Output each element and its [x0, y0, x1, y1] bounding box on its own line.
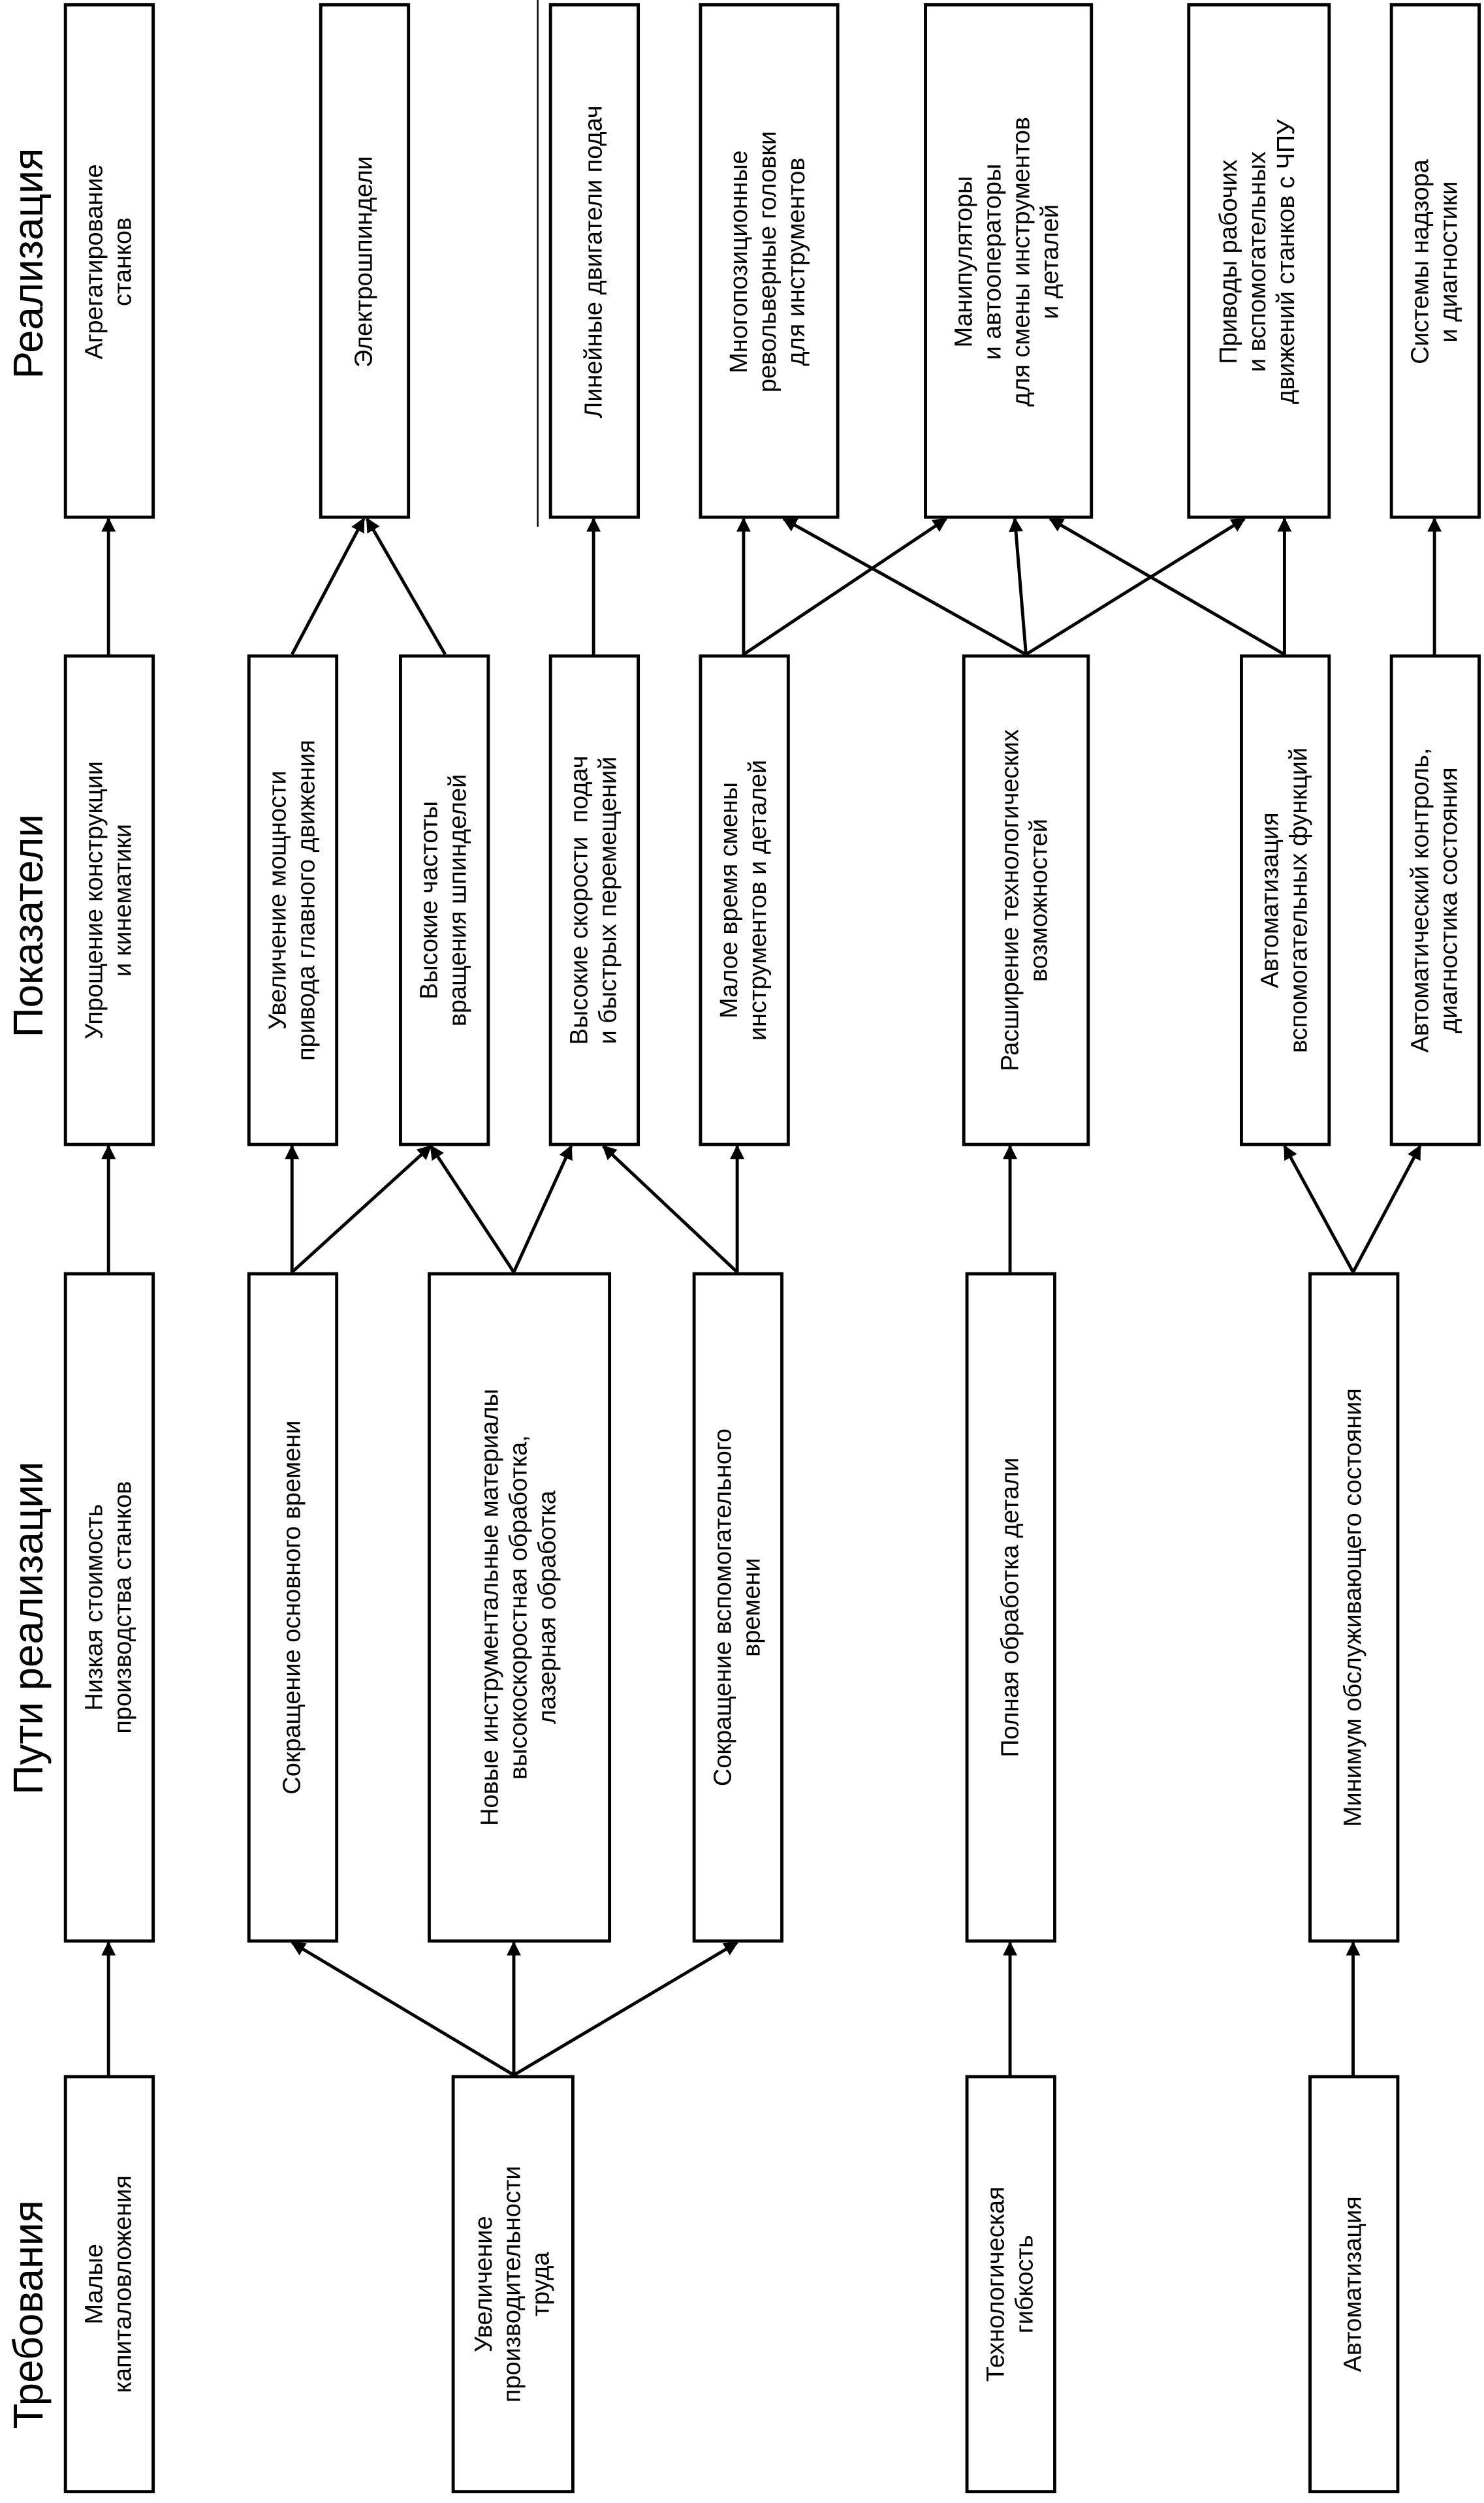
box-tech-capabilities-label: Расширение технологических возможностей — [997, 729, 1054, 1071]
box-aux-automation: Автоматизация вспомогательных функций — [1239, 654, 1331, 1146]
box-new-materials: Новые инструментальные материалы высокос… — [427, 1272, 612, 1943]
box-reduce-aux-time-label: Сокращение вспомогательного времени — [709, 1428, 765, 1787]
box-high-spindle-speed-label: Высокие частоты вращения шпинделей — [415, 774, 472, 1027]
box-low-capital-label: Малые капиталовложения — [80, 2175, 136, 2393]
box-simplification: Упрощение конструкции и кинематики — [63, 654, 155, 1146]
arrow-productivity-to-aux-time — [513, 1941, 739, 2077]
box-auto-control: Автоматический контроль, диагностика сос… — [1389, 654, 1481, 1146]
box-electrospindles-label: Электрошпиндели — [350, 155, 378, 367]
box-aux-automation-label: Автоматизация вспомогательных функций — [1256, 747, 1313, 1054]
box-drives: Приводы рабочих и вспомогательных движен… — [1187, 3, 1331, 519]
box-turret-heads-label: Многопозиционные револьверные головки дл… — [726, 130, 811, 392]
box-auto-control-label: Автоматический контроль, диагностика сос… — [1406, 748, 1462, 1053]
box-full-processing: Полная обработка детали — [965, 1272, 1056, 1943]
box-reduce-aux-time: Сокращение вспомогательного времени — [692, 1272, 784, 1943]
arrow-materials-to-feed-speed — [512, 1144, 573, 1273]
box-drives-label: Приводы рабочих и вспомогательных движен… — [1216, 118, 1301, 403]
arrow-tech-to-drives — [1025, 517, 1246, 656]
box-reduce-main-time: Сокращение основного времени — [247, 1272, 339, 1943]
box-low-cost: Низкая стоимость производства станков — [63, 1272, 155, 1943]
heading-requirements: Требования — [4, 2200, 52, 2429]
arrow-maintenance-to-auto-control — [1351, 1144, 1422, 1273]
box-manipulators: Манипуляторы и автооператоры для смены и… — [924, 3, 1094, 519]
box-aggregation: Агрегатирование станков — [63, 3, 155, 519]
arrow-maintenance-to-aux-automation — [1283, 1144, 1355, 1273]
arrow-spindle-speed-to-electrospindles — [366, 517, 447, 655]
arrow-power-to-electrospindles — [291, 517, 366, 655]
box-short-change-time: Малое время смены инструментов и деталей — [699, 654, 790, 1146]
box-new-materials-label: Новые инструментальные материалы высокос… — [476, 1389, 561, 1826]
box-flexibility-label: Технологическая гибкость — [982, 2186, 1038, 2382]
box-automation: Автоматизация — [1308, 2075, 1400, 2494]
box-manipulators-label: Манипуляторы и автооператоры для смены и… — [951, 116, 1065, 406]
arrow-aux-automation-to-manipulators — [1049, 517, 1286, 656]
box-productivity: Увеличение производительности труда — [451, 2075, 575, 2494]
box-simplification-label: Упрощение конструкции и кинематики — [80, 761, 136, 1040]
box-monitoring: Системы надзора и диагностики — [1389, 3, 1481, 519]
arrow-tech-to-manipulators — [1009, 517, 1028, 655]
heading-realization: Реализация — [4, 148, 52, 379]
box-electrospindles: Электрошпиндели — [319, 3, 411, 519]
box-min-maintenance-label: Минимум обслуживающего состояния — [1339, 1388, 1367, 1827]
box-linear-motors: Линейные двигатели подач — [548, 3, 640, 519]
arrow-productivity-to-main-time — [291, 1941, 515, 2077]
box-low-cost-label: Низкая стоимость производства станков — [80, 1481, 136, 1734]
arrow-tech-to-turret — [782, 517, 1027, 656]
box-high-feed-speed: Высокие скорости подач и быстрых перемещ… — [548, 654, 640, 1146]
box-reduce-main-time-label: Сокращение основного времени — [278, 1420, 306, 1795]
box-automation-label: Автоматизация — [1339, 2196, 1367, 2372]
arrow-aux-time-to-feed-speed — [602, 1144, 738, 1274]
box-full-processing-label: Полная обработка детали — [996, 1457, 1024, 1757]
box-linear-motors-label: Линейные двигатели подач — [580, 104, 607, 418]
box-low-capital: Малые капиталовложения — [63, 2075, 155, 2494]
box-productivity-label: Увеличение производительности труда — [469, 2165, 555, 2403]
box-power-increase: Увеличение мощности привода главного дви… — [247, 654, 339, 1146]
heading-indicators: Показатели — [4, 813, 52, 1038]
box-tech-capabilities: Расширение технологических возможностей — [962, 654, 1090, 1146]
box-min-maintenance: Минимум обслуживающего состояния — [1308, 1272, 1400, 1943]
box-high-feed-speed-label: Высокие скорости подач и быстрых перемещ… — [565, 755, 622, 1045]
box-aggregation-label: Агрегатирование станков — [80, 163, 136, 359]
box-high-spindle-speed: Высокие частоты вращения шпинделей — [399, 654, 490, 1146]
box-turret-heads: Многопозиционные револьверные головки дл… — [699, 3, 840, 519]
arrow-materials-to-spindle-speed — [429, 1144, 516, 1274]
box-monitoring-label: Системы надзора и диагностики — [1406, 158, 1462, 364]
box-flexibility: Технологическая гибкость — [965, 2075, 1056, 2494]
arrow-change-time-to-manipulators — [742, 517, 948, 656]
heading-ways: Пути реализации — [4, 1461, 52, 1795]
box-power-increase-label: Увеличение мощности привода главного дви… — [264, 740, 321, 1061]
arrow-main-time-to-spindle-speed — [291, 1144, 432, 1274]
box-short-change-time-label: Малое время смены инструментов и деталей — [716, 759, 772, 1041]
